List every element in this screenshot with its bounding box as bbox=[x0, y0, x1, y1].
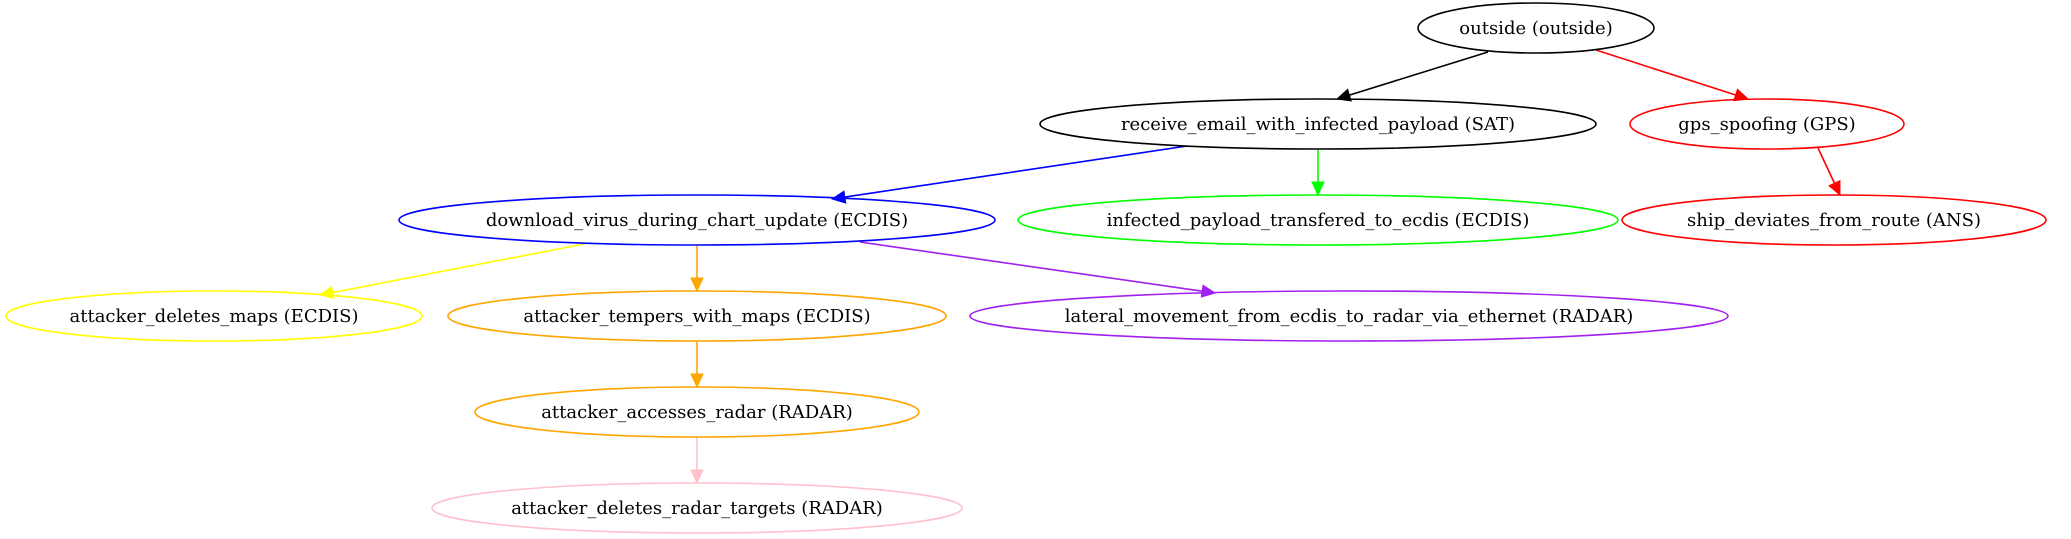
node-label: receive_email_with_infected_payload (SAT… bbox=[1121, 114, 1515, 135]
edge-outside-to-gps bbox=[1595, 49, 1750, 102]
node-ellipse bbox=[1039, 98, 1597, 150]
edge-accesses-to-deletes_targets bbox=[690, 437, 704, 485]
node-infected: infected_payload_transfered_to_ecdis (EC… bbox=[1017, 194, 1619, 246]
node-ellipse bbox=[1417, 2, 1655, 54]
node-gps: gps_spoofing (GPS) bbox=[1629, 98, 1905, 150]
node-label: infected_payload_transfered_to_ecdis (EC… bbox=[1107, 210, 1530, 231]
edge-download-to-lateral bbox=[859, 241, 1217, 298]
arrowhead-icon bbox=[1335, 88, 1352, 102]
node-label: gps_spoofing (GPS) bbox=[1678, 114, 1855, 135]
node-ellipse bbox=[969, 290, 1729, 342]
arrowhead-icon bbox=[318, 285, 335, 300]
node-label: outside (outside) bbox=[1459, 18, 1612, 39]
node-ellipse bbox=[474, 386, 920, 438]
node-ellipse bbox=[1621, 194, 2047, 246]
node-ellipse bbox=[5, 290, 423, 342]
arrowhead-icon bbox=[1200, 284, 1217, 298]
edge-line bbox=[844, 145, 1188, 198]
node-outside: outside (outside) bbox=[1417, 2, 1655, 54]
node-deviates: ship_deviates_from_route (ANS) bbox=[1621, 194, 2047, 246]
edge-receive-to-infected bbox=[1311, 149, 1325, 197]
node-ellipse bbox=[1017, 194, 1619, 246]
arrowhead-icon bbox=[1828, 179, 1841, 197]
node-lateral: lateral_movement_from_ecdis_to_radar_via… bbox=[969, 290, 1729, 342]
edge-line bbox=[859, 241, 1203, 292]
edge-download-to-deletes_maps bbox=[318, 243, 585, 300]
edge-line bbox=[1595, 49, 1736, 96]
node-label: attacker_deletes_maps (ECDIS) bbox=[70, 306, 359, 327]
edge-download-to-tempers bbox=[690, 245, 704, 293]
arrowhead-icon bbox=[690, 373, 704, 389]
arrowhead-icon bbox=[690, 277, 704, 293]
node-accesses: attacker_accesses_radar (RADAR) bbox=[474, 386, 920, 438]
edge-line bbox=[332, 243, 585, 294]
node-label: lateral_movement_from_ecdis_to_radar_via… bbox=[1065, 306, 1634, 327]
node-ellipse bbox=[398, 194, 996, 246]
node-label: attacker_accesses_radar (RADAR) bbox=[541, 402, 853, 423]
node-ellipse bbox=[431, 482, 963, 534]
node-download: download_virus_during_chart_update (ECDI… bbox=[398, 194, 996, 246]
edge-outside-to-receive bbox=[1335, 51, 1489, 102]
edge-gps-to-deviates bbox=[1817, 147, 1841, 197]
node-tempers: attacker_tempers_with_maps (ECDIS) bbox=[447, 290, 947, 342]
arrowhead-icon bbox=[830, 190, 847, 204]
node-ellipse bbox=[447, 290, 947, 342]
node-label: attacker_tempers_with_maps (ECDIS) bbox=[523, 306, 870, 327]
edge-line bbox=[1349, 51, 1489, 96]
node-deletes-maps: attacker_deletes_maps (ECDIS) bbox=[5, 290, 423, 342]
node-label: attacker_deletes_radar_targets (RADAR) bbox=[511, 498, 883, 519]
edge-tempers-to-accesses bbox=[690, 341, 704, 389]
nodes-layer: outside (outside) receive_email_with_infe… bbox=[5, 2, 2047, 534]
node-ellipse bbox=[1629, 98, 1905, 150]
edge-receive-to-download bbox=[830, 145, 1188, 204]
node-deletes-targets: attacker_deletes_radar_targets (RADAR) bbox=[431, 482, 963, 534]
edge-line bbox=[1817, 147, 1836, 184]
node-label: ship_deviates_from_route (ANS) bbox=[1687, 210, 1981, 231]
arrowhead-icon bbox=[1311, 181, 1325, 197]
arrowhead-icon bbox=[690, 469, 704, 485]
node-receive: receive_email_with_infected_payload (SAT… bbox=[1039, 98, 1597, 150]
node-label: download_virus_during_chart_update (ECDI… bbox=[486, 210, 908, 231]
